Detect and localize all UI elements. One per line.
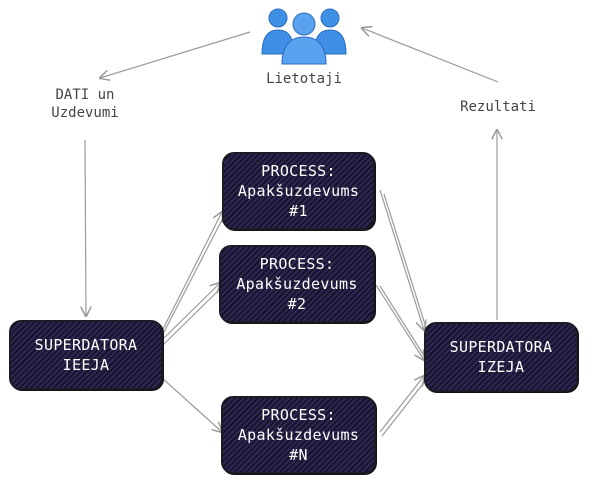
supercomputer-input-box: SUPERDATORA IEEJA	[9, 320, 163, 390]
arrow-in-to-process2-b	[163, 286, 223, 345]
supercomputer-output-box: SUPERDATORA IZEJA	[424, 322, 578, 392]
arrow-processN-to-out	[379, 376, 424, 433]
arrow-processN-to-out-b	[381, 379, 427, 437]
process-box-n: PROCESS: Apakšuzdevums #N	[221, 396, 376, 474]
arrow-process2-to-out	[375, 284, 424, 360]
arrow-process1-to-out	[379, 189, 424, 330]
arrow-in-to-process1-b	[163, 215, 225, 333]
process-box-1: PROCESS: Apakšuzdevums #1	[222, 152, 375, 230]
arrow-result-to-users	[362, 28, 499, 83]
arrow-in-to-processN	[161, 377, 222, 432]
result-label: Rezultati	[460, 99, 536, 115]
users-label: Lietotaji	[266, 71, 342, 87]
arrow-in-to-process1	[159, 212, 222, 336]
arrow-process2-to-out-b	[379, 285, 429, 363]
input-data-label: DATI un Uzdevumi	[51, 87, 119, 121]
arrow-in-to-process2	[161, 283, 220, 341]
arrow-users-to-input	[100, 31, 251, 78]
process-box-2: PROCESS: Apakšuzdevums #2	[219, 245, 375, 323]
arrow-input-to-superinput	[85, 139, 86, 316]
arrow-process1-to-out-b	[383, 193, 429, 335]
users-group-icon	[261, 8, 347, 65]
